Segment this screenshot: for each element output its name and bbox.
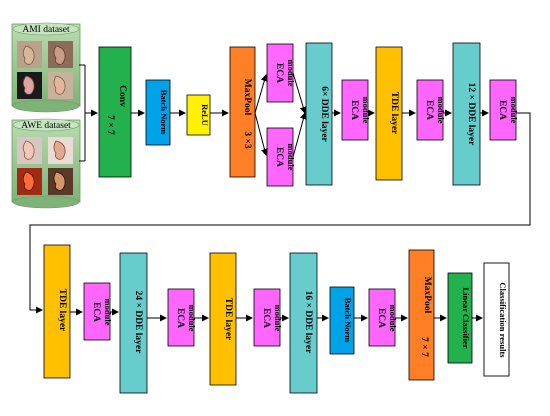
tde-block-1: TDE layer <box>375 46 403 181</box>
eca-module-g: ECA module <box>167 288 197 347</box>
eca-module-h: ECA module <box>253 288 283 347</box>
svg-text:ECA: ECA <box>376 308 386 328</box>
row2-arrows <box>70 308 483 322</box>
batch-norm-block-1: Batch Norm <box>145 79 171 146</box>
dataset-bracket <box>79 64 98 162</box>
svg-text:module: module <box>286 144 296 171</box>
relu-block: ReLU <box>186 94 211 136</box>
svg-text:module: module <box>187 305 197 332</box>
svg-text:ECA: ECA <box>175 308 185 328</box>
conv-block: Conv 7 × 7 <box>98 46 132 178</box>
eca-module-i: ECA module <box>368 288 398 347</box>
conv-label: Conv <box>117 85 127 107</box>
eca-module-a: ECA module <box>266 43 296 103</box>
batch-norm-block-2: Batch Norm <box>329 286 355 355</box>
tde-block-3: TDE layer <box>209 252 237 386</box>
svg-text:module: module <box>286 60 296 87</box>
svg-text:ECA: ECA <box>274 63 284 83</box>
ami-ear-images <box>17 41 73 99</box>
awe-ear-images <box>17 137 73 195</box>
svg-text:6× DDE layer: 6× DDE layer <box>319 86 329 142</box>
svg-text:Linear Classifier: Linear Classifier <box>461 288 471 349</box>
conv-kernel: 7 × 7 <box>105 115 115 135</box>
classification-results-block: Classification results <box>483 262 510 377</box>
svg-text:TDE layer: TDE layer <box>223 298 233 341</box>
svg-text:16 × DDE layer: 16 × DDE layer <box>303 291 313 354</box>
maxpool-kernel-1: 3 ×3 <box>242 131 252 149</box>
maxpool-label-1: MaxPool <box>242 79 252 116</box>
svg-text:7 × 7: 7 × 7 <box>419 337 429 357</box>
svg-text:module: module <box>436 97 446 124</box>
svg-text:module: module <box>388 305 398 332</box>
tde-block-2: TDE layer <box>43 244 71 379</box>
svg-text:ECA: ECA <box>424 100 434 120</box>
svg-text:Classification results: Classification results <box>498 282 508 358</box>
row1-arrows <box>131 72 489 158</box>
svg-text:ECA: ECA <box>91 302 101 322</box>
svg-text:Batch Norm: Batch Norm <box>343 298 353 343</box>
linear-classifier-block: Linear Classifier <box>447 272 473 364</box>
svg-text:module: module <box>509 97 519 124</box>
relu-label: ReLU <box>200 104 210 126</box>
svg-text:ECA: ECA <box>497 100 507 120</box>
svg-text:module: module <box>273 305 283 332</box>
awe-dataset-label: AWE dataset <box>21 121 71 131</box>
svg-text:ECA: ECA <box>349 100 359 120</box>
eca-module-d: ECA module <box>416 79 446 141</box>
eca-module-c: ECA module <box>341 79 371 141</box>
svg-text:12 × DDE layer: 12 × DDE layer <box>466 83 476 146</box>
svg-text:module: module <box>361 97 371 124</box>
svg-text:MaxPool: MaxPool <box>422 277 432 314</box>
svg-text:ECA: ECA <box>274 147 284 167</box>
svg-text:ECA: ECA <box>261 308 271 328</box>
ami-dataset-label: AMI dataset <box>22 25 70 35</box>
awe-dataset-panel: AWE dataset <box>11 118 81 209</box>
dde-12-block: 12 × DDE layer <box>452 42 481 186</box>
maxpool-block-2: MaxPool 7 × 7 <box>408 249 435 381</box>
dde-24-block: 24 × DDE layer <box>119 252 148 394</box>
maxpool-block-1: MaxPool 3 ×3 <box>229 46 256 178</box>
dde-16-block: 16 × DDE layer <box>289 252 318 394</box>
ami-dataset-panel: AMI dataset <box>11 22 81 113</box>
eca-module-f: ECA module <box>83 282 113 341</box>
svg-text:module: module <box>103 299 113 326</box>
svg-text:24 × DDE layer: 24 × DDE layer <box>133 291 143 354</box>
svg-text:TDE layer: TDE layer <box>57 289 67 332</box>
row-wrap-connector <box>29 112 531 314</box>
dde-6-block: 6× DDE layer <box>305 42 333 186</box>
eca-module-e: ECA module <box>489 79 519 141</box>
eca-module-b: ECA module <box>266 127 296 187</box>
batch-norm-label-1: Batch Norm <box>159 90 169 135</box>
svg-text:TDE layer: TDE layer <box>389 92 399 135</box>
